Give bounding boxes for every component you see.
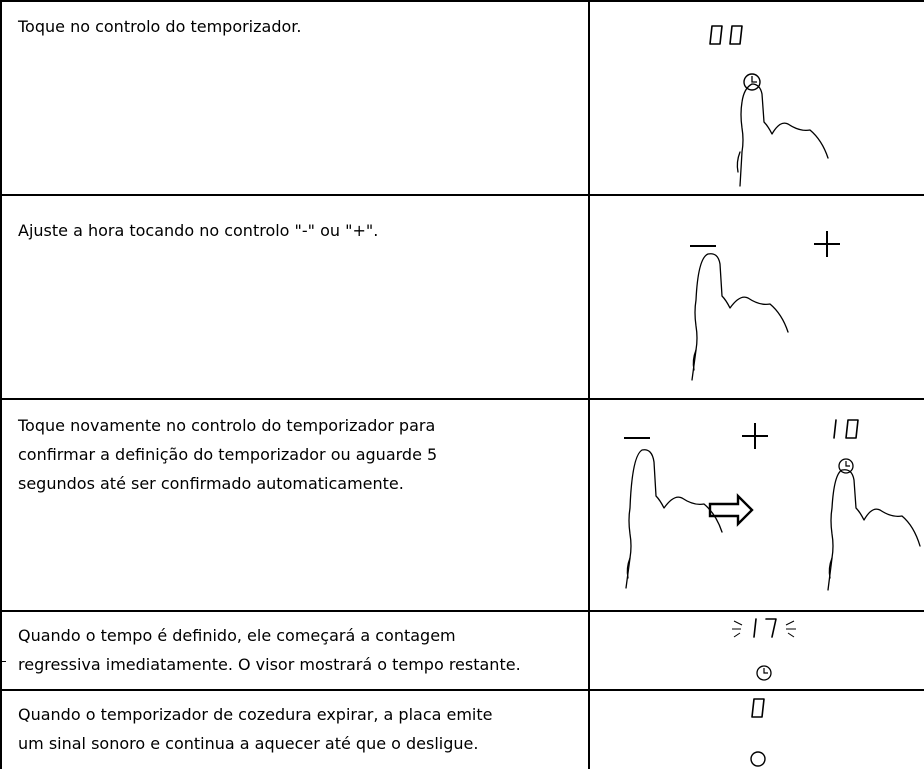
finger-hand-icon bbox=[736, 83, 829, 187]
row4-line-2: regressiva imediatamente. O visor mostra… bbox=[18, 655, 521, 674]
row-divider-4 bbox=[0, 689, 924, 691]
column-divider bbox=[588, 0, 590, 769]
row5-line-1: Quando o temporizador de cozedura expira… bbox=[18, 705, 493, 724]
row4-illustration bbox=[726, 615, 806, 687]
row2-instruction: Ajuste a hora tocando no controlo "-" ou… bbox=[18, 221, 379, 240]
row5-line-2: um sinal sonoro e continua a aquecer até… bbox=[18, 734, 479, 753]
finger-hand-icon bbox=[625, 449, 723, 589]
timer-icon bbox=[756, 665, 772, 681]
circle-icon bbox=[750, 751, 766, 767]
table-border-left bbox=[0, 0, 2, 769]
row3-illustration bbox=[596, 416, 922, 596]
table-border-top bbox=[0, 0, 924, 2]
row-divider-1 bbox=[0, 194, 924, 196]
row3-line-2: confirmar a definição do temporizador ou… bbox=[18, 445, 438, 464]
row4-line-1: Quando o tempo é definido, ele começará … bbox=[18, 626, 456, 645]
finger-hand-icon bbox=[827, 469, 921, 591]
row-divider-3 bbox=[0, 610, 924, 612]
display-17-blinking-icon bbox=[732, 618, 796, 638]
row3-instruction: Toque novamente no controlo do temporiza… bbox=[18, 411, 437, 498]
row3-line-3: segundos até ser confirmado automaticame… bbox=[18, 474, 404, 493]
timer-icon bbox=[838, 458, 854, 474]
row4-instruction: Quando o tempo é definido, ele começará … bbox=[18, 621, 521, 679]
timer-icon bbox=[743, 73, 761, 91]
row-divider-2 bbox=[0, 398, 924, 400]
row1-instruction: Toque no controlo do temporizador. bbox=[18, 17, 302, 36]
display-10-icon bbox=[833, 419, 859, 439]
plus-icon bbox=[814, 231, 840, 257]
margin-tick bbox=[0, 661, 6, 662]
row5-instruction: Quando o temporizador de cozedura expira… bbox=[18, 700, 493, 758]
finger-hand-icon bbox=[691, 253, 789, 381]
row2-illustration bbox=[688, 228, 868, 388]
row5-illustration bbox=[740, 695, 780, 769]
row3-line-1: Toque novamente no controlo do temporiza… bbox=[18, 416, 436, 435]
display-0-icon bbox=[751, 698, 765, 718]
row1-illustration bbox=[700, 22, 860, 192]
display-00-icon bbox=[709, 25, 743, 45]
plus-icon bbox=[742, 423, 768, 449]
arrow-right-icon bbox=[708, 493, 754, 527]
